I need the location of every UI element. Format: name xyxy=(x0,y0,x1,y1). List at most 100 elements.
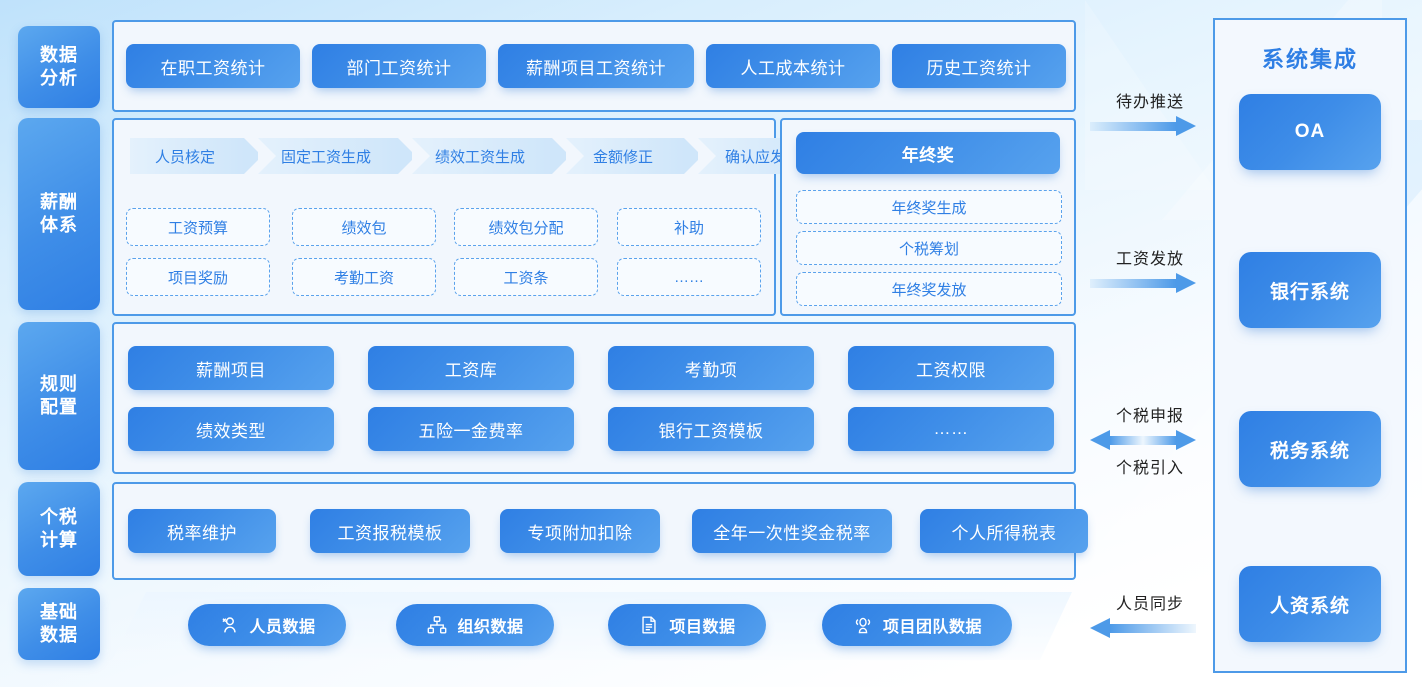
button-yinhang-gongzi-moban[interactable]: 银行工资模板 xyxy=(608,407,814,451)
system-label: 银行系统 xyxy=(1269,281,1350,303)
item-kaoqin-gongzi[interactable]: 考勤工资 xyxy=(292,258,436,296)
button-zaizhi-gongzi-tongji[interactable]: 在职工资统计 xyxy=(126,44,300,88)
arrow-label: 人员同步 xyxy=(1115,596,1184,613)
panel-rule-configuration: 薪酬项目 工资库 考勤项 工资权限 绩效类型 五险一金费率 银行工资模板 …… xyxy=(112,322,1076,474)
item-xiangmu-jiangli[interactable]: 项目奖励 xyxy=(126,258,270,296)
item-buzhu[interactable]: 补助 xyxy=(617,208,761,246)
button-label: 薪酬项目工资统计 xyxy=(526,58,666,78)
item-label: 绩效包 xyxy=(341,219,387,237)
button-wuxianyijin-feilv[interactable]: 五险一金费率 xyxy=(368,407,574,451)
arrow-label: 待办推送 xyxy=(1115,94,1184,111)
button-geren-suodeshui-biao[interactable]: 个人所得税表 xyxy=(920,509,1088,553)
button-rengong-chengben-tongji[interactable]: 人工成本统计 xyxy=(706,44,880,88)
sidebar-item-compensation-system[interactable]: 薪酬 体系 xyxy=(18,118,100,310)
item-label: 项目奖励 xyxy=(167,269,228,287)
button-nianzhongjiang[interactable]: 年终奖 xyxy=(796,132,1060,174)
button-zuzhi-shuju[interactable]: 组织数据 xyxy=(396,604,554,646)
button-label: 五险一金费率 xyxy=(418,421,524,441)
button-bumen-gongzi-tongji[interactable]: 部门工资统计 xyxy=(312,44,486,88)
button-label: 项目团队数据 xyxy=(882,619,982,636)
arrow-right-icon xyxy=(1090,273,1210,293)
arrow-gongzi-fafang: 工资发放 xyxy=(1090,245,1210,297)
button-label: 工资库 xyxy=(444,360,498,380)
button-label: 绩效类型 xyxy=(196,421,266,441)
item-label: 考勤工资 xyxy=(333,269,394,287)
system-box-tax[interactable]: 税务系统 xyxy=(1239,411,1381,487)
decor-triangle-4 xyxy=(1085,0,1215,190)
arrow-geshui-shenbao-yinru: 个税申报 个税引入 xyxy=(1090,402,1210,478)
system-box-oa[interactable]: OA xyxy=(1239,94,1381,170)
system-box-hr[interactable]: 人资系统 xyxy=(1239,566,1381,642)
arrow-daiban-tuisong: 待办推送 xyxy=(1090,88,1210,140)
panel-year-end-bonus: 年终奖 年终奖生成 个税筹划 年终奖发放 xyxy=(780,118,1076,316)
item-label: …… xyxy=(674,268,704,286)
document-icon xyxy=(638,614,660,636)
item-gongzi-yusuan[interactable]: 工资预算 xyxy=(126,208,270,246)
arrow-bidirectional-icon xyxy=(1090,430,1210,450)
button-lishi-gongzi-tongji[interactable]: 历史工资统计 xyxy=(892,44,1066,88)
button-jixiao-leixing[interactable]: 绩效类型 xyxy=(128,407,334,451)
button-renyuan-shuju[interactable]: 人员数据 xyxy=(188,604,346,646)
system-box-bank[interactable]: 银行系统 xyxy=(1239,252,1381,328)
sidebar-item-tax-calculation[interactable]: 个税 计算 xyxy=(18,482,100,576)
sidebar-label: 数据 分析 xyxy=(40,45,78,88)
button-xinchou-xiangmu-gongzi-tongji[interactable]: 薪酬项目工资统计 xyxy=(498,44,694,88)
system-label: OA xyxy=(1294,121,1326,142)
item-label: 补助 xyxy=(673,219,704,237)
item-label: 年终奖生成 xyxy=(891,199,967,217)
flow-step-label: 金额修正 xyxy=(592,148,653,166)
button-label: 个人所得税表 xyxy=(951,523,1057,543)
button-xinchou-xiangmu[interactable]: 薪酬项目 xyxy=(128,346,334,390)
button-label: 人员数据 xyxy=(249,619,316,636)
button-xiangmu-shuju[interactable]: 项目数据 xyxy=(608,604,766,646)
system-label: 人资系统 xyxy=(1269,595,1350,617)
button-gongzi-ku[interactable]: 工资库 xyxy=(368,346,574,390)
system-integration-title: 系统集成 xyxy=(1261,47,1358,72)
button-more-rules[interactable]: …… xyxy=(848,407,1054,451)
button-label: 在职工资统计 xyxy=(160,58,266,78)
flow-step-guding-gongzi-shengcheng[interactable]: 固定工资生成 xyxy=(258,138,416,174)
button-kaoqin-xiang[interactable]: 考勤项 xyxy=(608,346,814,390)
button-label: 工资权限 xyxy=(916,360,986,380)
item-jixiao-bao[interactable]: 绩效包 xyxy=(292,208,436,246)
item-label: 绩效包分配 xyxy=(488,219,564,237)
panel-compensation-system: 人员核定 固定工资生成 绩效工资生成 金额修正 确认应发 工资预算 绩效包 绩效… xyxy=(112,118,834,316)
item-more-compensation[interactable]: …… xyxy=(617,258,761,296)
button-quannian-yicixing-jiangjin-shuilv[interactable]: 全年一次性奖金税率 xyxy=(692,509,892,553)
button-zhuanxiang-fujia-kouchu[interactable]: 专项附加扣除 xyxy=(500,509,660,553)
panel-data-analysis: 在职工资统计 部门工资统计 薪酬项目工资统计 人工成本统计 历史工资统计 xyxy=(112,20,1076,112)
sidebar-item-rule-configuration[interactable]: 规则 配置 xyxy=(18,322,100,470)
button-label: 历史工资统计 xyxy=(926,58,1032,78)
button-label: 全年一次性奖金税率 xyxy=(713,523,871,543)
item-nianzhongjiang-fafang[interactable]: 年终奖发放 xyxy=(796,272,1062,306)
button-label: …… xyxy=(933,419,969,438)
item-geshui-chouhua[interactable]: 个税筹划 xyxy=(796,231,1062,265)
button-label: 人工成本统计 xyxy=(740,58,846,78)
item-jixiao-bao-fenpei[interactable]: 绩效包分配 xyxy=(454,208,598,246)
button-xiangmu-tuandui-shuju[interactable]: 项目团队数据 xyxy=(822,604,1012,646)
button-shuilv-weihu[interactable]: 税率维护 xyxy=(128,509,276,553)
button-label: 组织数据 xyxy=(457,619,524,636)
item-nianzhongjiang-shengcheng[interactable]: 年终奖生成 xyxy=(796,190,1062,224)
sidebar-label: 薪酬 体系 xyxy=(40,192,78,235)
sidebar-item-data-analysis[interactable]: 数据 分析 xyxy=(18,26,100,108)
button-label: 薪酬项目 xyxy=(196,360,266,380)
button-label: 年终奖 xyxy=(901,145,955,165)
arrow-right-icon xyxy=(1090,116,1210,136)
flow-step-jine-xiuzheng[interactable]: 金额修正 xyxy=(566,138,702,174)
button-label: 税率维护 xyxy=(167,523,237,543)
compensation-flow: 人员核定 固定工资生成 绩效工资生成 金额修正 确认应发 xyxy=(130,138,834,174)
item-gongzitiao[interactable]: 工资条 xyxy=(454,258,598,296)
item-label: 年终奖发放 xyxy=(891,281,967,299)
button-gongzi-quanxian[interactable]: 工资权限 xyxy=(848,346,1054,390)
flow-step-renyuan-heding[interactable]: 人员核定 xyxy=(130,138,262,174)
button-gongzi-baoshui-moban[interactable]: 工资报税模板 xyxy=(310,509,470,553)
button-label: 工资报税模板 xyxy=(337,523,443,543)
sidebar-item-basic-data[interactable]: 基础 数据 xyxy=(18,588,100,660)
group-icon xyxy=(852,614,874,636)
arrow-label: 个税申报 xyxy=(1115,408,1184,425)
flow-step-label: 人员核定 xyxy=(154,148,215,166)
item-label: 工资预算 xyxy=(167,219,228,237)
flow-step-jixiao-gongzi-shengcheng[interactable]: 绩效工资生成 xyxy=(412,138,570,174)
